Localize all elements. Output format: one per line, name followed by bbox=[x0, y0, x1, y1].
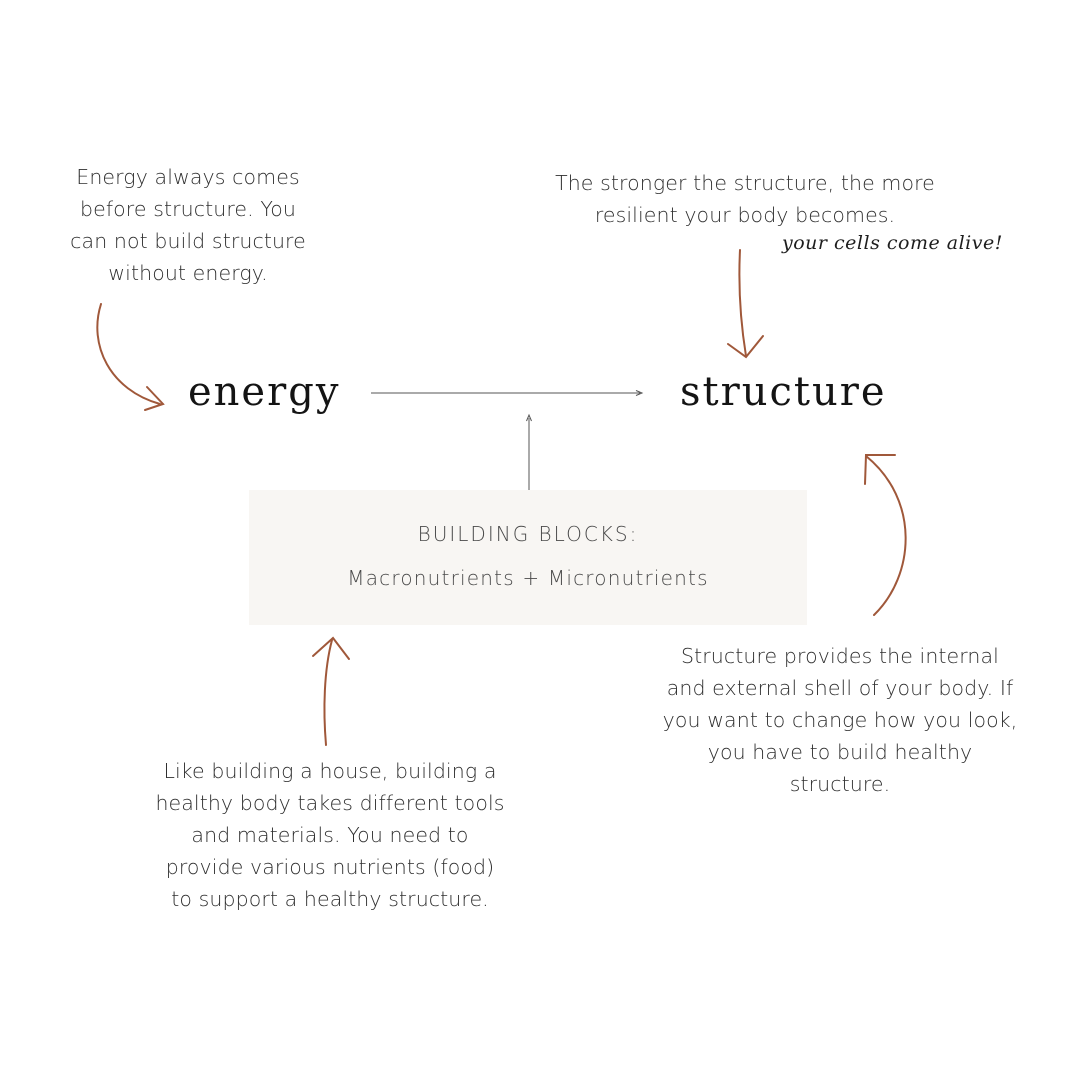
energy-first-note: Energy always comes before structure. Yo… bbox=[58, 161, 318, 289]
note-line: healthy body takes different tools bbox=[155, 791, 505, 815]
note-line: resilient your body becomes. bbox=[594, 203, 896, 227]
note-line: Like building a house, building a bbox=[163, 759, 497, 783]
note-line: Structure provides the internal bbox=[681, 644, 999, 668]
note-line: you want to change how you look, bbox=[662, 708, 1018, 732]
note-line: The stronger the structure, the more bbox=[555, 171, 935, 195]
building-blocks-box: BUILDING BLOCKS: Macronutrients + Micron… bbox=[249, 490, 807, 625]
energy-keyword: energy bbox=[188, 369, 341, 415]
note-line: you have to build healthy bbox=[707, 740, 973, 764]
structure-shell-note: Structure provides the internal and exte… bbox=[660, 640, 1020, 800]
note-line: provide various nutrients (food) bbox=[165, 855, 495, 879]
note-line: can not build structure bbox=[70, 229, 306, 253]
note-line: and external shell of your body. If bbox=[666, 676, 1014, 700]
down-arrow-to-structure bbox=[727, 249, 764, 359]
house-analogy-note: Like building a house, building a health… bbox=[145, 755, 515, 915]
script-tagline: your cells come alive! bbox=[782, 232, 1003, 254]
up-arrow-to-blocks bbox=[312, 636, 350, 746]
stronger-structure-note: The stronger the structure, the more res… bbox=[545, 167, 945, 231]
note-line: without energy. bbox=[108, 261, 268, 285]
curved-arrow-up-to-structure bbox=[864, 454, 907, 616]
curved-arrow-to-energy bbox=[96, 303, 165, 411]
blocks-up-arrow bbox=[526, 413, 532, 498]
note-line: before structure. You bbox=[80, 197, 296, 221]
structure-keyword: structure bbox=[680, 369, 887, 415]
note-line: and materials. You need to bbox=[191, 823, 469, 847]
building-blocks-title: BUILDING BLOCKS: bbox=[417, 522, 639, 546]
note-line: Energy always comes bbox=[76, 165, 300, 189]
note-line: to support a healthy structure. bbox=[171, 887, 489, 911]
building-blocks-subtitle: Macronutrients + Micronutrients bbox=[347, 566, 709, 590]
energy-to-structure-arrow bbox=[371, 390, 644, 396]
note-line: structure. bbox=[789, 772, 891, 796]
